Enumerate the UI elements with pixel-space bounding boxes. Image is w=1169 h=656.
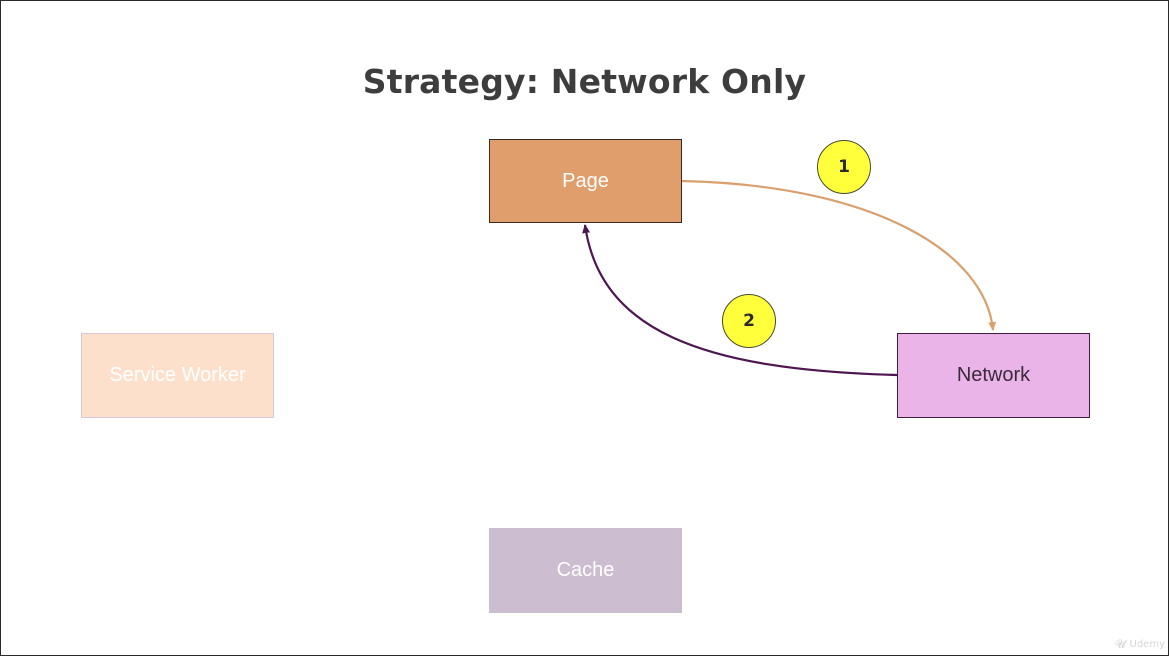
network-node-label: Network <box>956 364 1031 386</box>
page-node-label: Page <box>562 169 609 192</box>
page-node: Page <box>489 139 682 223</box>
udemy-logo-icon: 𝓤 <box>1114 637 1126 651</box>
service-worker-node: Service Worker <box>81 333 274 418</box>
udemy-watermark: 𝓤 Udemy <box>1115 637 1165 652</box>
watermark-text: Udemy <box>1129 639 1165 650</box>
network-node: Network <box>897 333 1090 418</box>
step-2-badge: 2 <box>722 294 776 348</box>
cache-node: Cache <box>489 528 682 613</box>
slide-title: Strategy: Network Only <box>362 62 807 101</box>
step-1-badge: 1 <box>817 140 871 194</box>
cache-node-label: Cache <box>556 559 615 581</box>
service-worker-node-label: Service Worker <box>109 364 246 386</box>
